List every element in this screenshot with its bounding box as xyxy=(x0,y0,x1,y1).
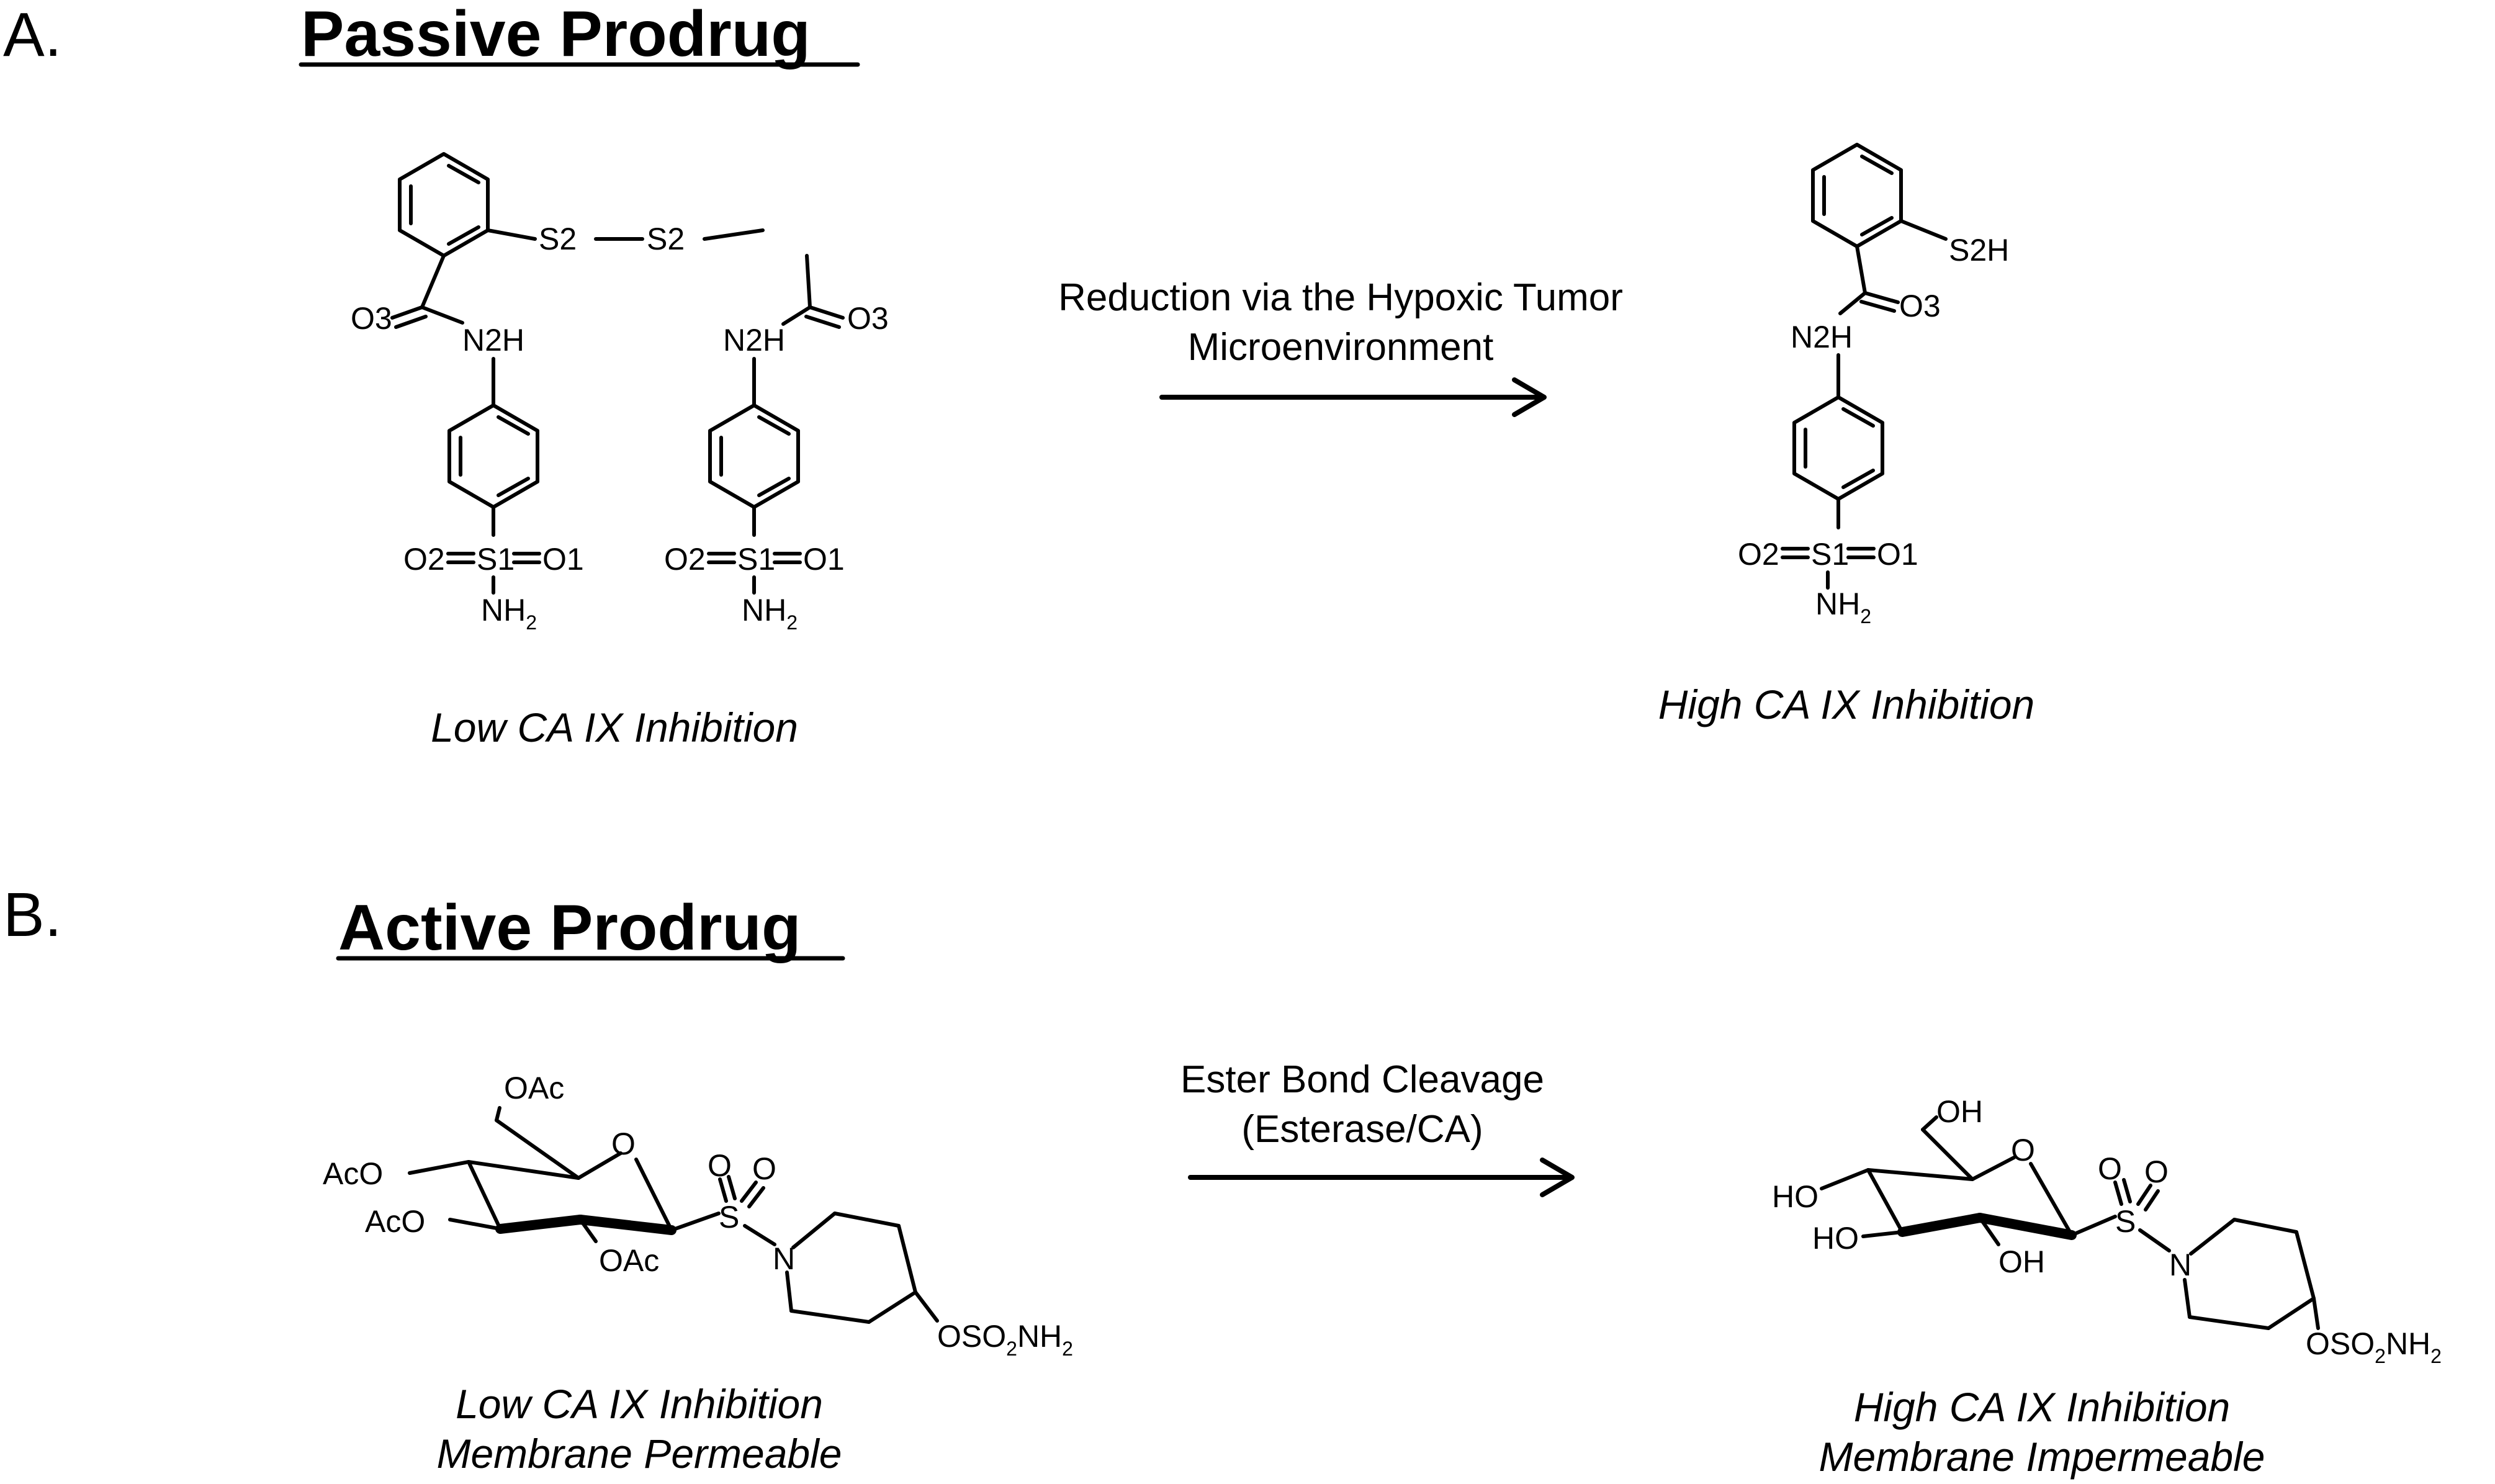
sulfamate-group: OSO2NH2 xyxy=(2306,1326,2442,1367)
ring-oxygen: O xyxy=(611,1126,636,1161)
panel-b-left-caption-line1: Low CA IX Inhibition xyxy=(456,1381,823,1427)
sulfonyl-sulfur: S xyxy=(719,1200,739,1234)
amine-group: NH2 xyxy=(742,593,798,634)
oac-label: OAc xyxy=(504,1071,564,1105)
panel-a-left-caption: Low CA IX Inhibition xyxy=(431,704,798,750)
panel-a-right-caption: High CA IX Inhibition xyxy=(1658,681,2035,727)
panel-b-right-caption-line2: Membrane Impermeable xyxy=(1819,1434,2265,1480)
panel-b-letter: B. xyxy=(3,880,61,950)
atom-n2h: N2H xyxy=(1791,320,1853,354)
panel-b-arrow-label-line1: Ester Bond Cleavage xyxy=(1180,1058,1544,1101)
atom-s1: S1 xyxy=(737,542,775,577)
atom-s1: S1 xyxy=(1811,537,1849,572)
ho-label: HO xyxy=(1812,1221,1859,1256)
atom-o1: O1 xyxy=(803,542,845,577)
oh-label: OH xyxy=(1936,1094,1983,1129)
amine-group: NH2 xyxy=(1815,587,1871,627)
thiol-monomer-structure: S2H O3 N2H O2 S1 O1 NH2 xyxy=(1738,145,2009,627)
sulfonyl-oxygen: O xyxy=(2098,1151,2122,1186)
atom-o2: O2 xyxy=(403,542,445,577)
atom-s2: S2 xyxy=(539,222,577,256)
phenyl-ring xyxy=(449,405,537,507)
acetylated-glycoconjugate-structure: O OAc AcO AcO OAc S O O N xyxy=(323,1071,1073,1360)
ho-label: HO xyxy=(1772,1179,1818,1214)
sulfonyl-oxygen: O xyxy=(708,1148,732,1183)
amine-group: NH2 xyxy=(481,593,537,634)
atom-n2h: N2H xyxy=(462,323,524,358)
sulfamate-group: OSO2NH2 xyxy=(937,1319,1073,1360)
aco-label: AcO xyxy=(323,1156,383,1191)
deprotected-glycoconjugate-structure: O OH HO HO OH S O O N xyxy=(1772,1094,2442,1367)
panel-a-letter: A. xyxy=(3,0,61,70)
piperidine-nitrogen: N xyxy=(2169,1248,2192,1282)
panel-a: A. Passive Prodrug S2 S2 O3 N2H xyxy=(3,0,2034,750)
atom-o3: O3 xyxy=(1899,289,1941,323)
sulfonyl-oxygen: O xyxy=(752,1151,776,1186)
atom-o1: O1 xyxy=(542,542,584,577)
aco-label: AcO xyxy=(365,1204,425,1239)
reaction-arrow xyxy=(1159,377,1547,417)
atom-o3: O3 xyxy=(847,301,889,336)
sulfonyl-sulfur: S xyxy=(2115,1204,2136,1239)
disulfide-dimer-structure: S2 S2 O3 N2H O3 N2H O2 S1 xyxy=(351,0,889,634)
atom-s2h: S2H xyxy=(1949,233,2009,268)
ring-oxygen: O xyxy=(2011,1133,2035,1167)
panel-a-arrow-label-line2: Microenvironment xyxy=(1188,326,1494,369)
oac-label: OAc xyxy=(599,1243,659,1278)
atom-s1: S1 xyxy=(477,542,515,577)
atom-o1: O1 xyxy=(1877,537,1918,572)
atom-s2: S2 xyxy=(647,222,685,256)
panel-b-arrow-label-line2: (Esterase/CA) xyxy=(1241,1108,1483,1151)
phenyl-ring xyxy=(1794,397,1882,499)
panel-a-title: Passive Prodrug xyxy=(301,0,811,70)
reaction-arrow xyxy=(1188,1158,1575,1197)
benzene-ring xyxy=(1813,145,1901,246)
atom-n2h: N2H xyxy=(723,323,785,358)
sulfonyl-oxygen: O xyxy=(2144,1154,2169,1189)
panel-b: B. Active Prodrug O OAc AcO AcO OAc xyxy=(3,880,2442,1480)
panel-a-arrow-label-line1: Reduction via the Hypoxic Tumor xyxy=(1058,276,1623,319)
phenyl-ring xyxy=(710,405,798,507)
panel-b-title: Active Prodrug xyxy=(338,892,801,964)
panel-b-right-caption-line1: High CA IX Inhibition xyxy=(1854,1384,2231,1430)
panel-b-left-caption-line2: Membrane Permeable xyxy=(437,1431,842,1477)
atom-o2: O2 xyxy=(1738,537,1779,572)
atom-o3: O3 xyxy=(351,301,392,336)
atom-o2: O2 xyxy=(664,542,706,577)
oh-label: OH xyxy=(1998,1244,2045,1279)
benzene-ring xyxy=(400,154,488,256)
